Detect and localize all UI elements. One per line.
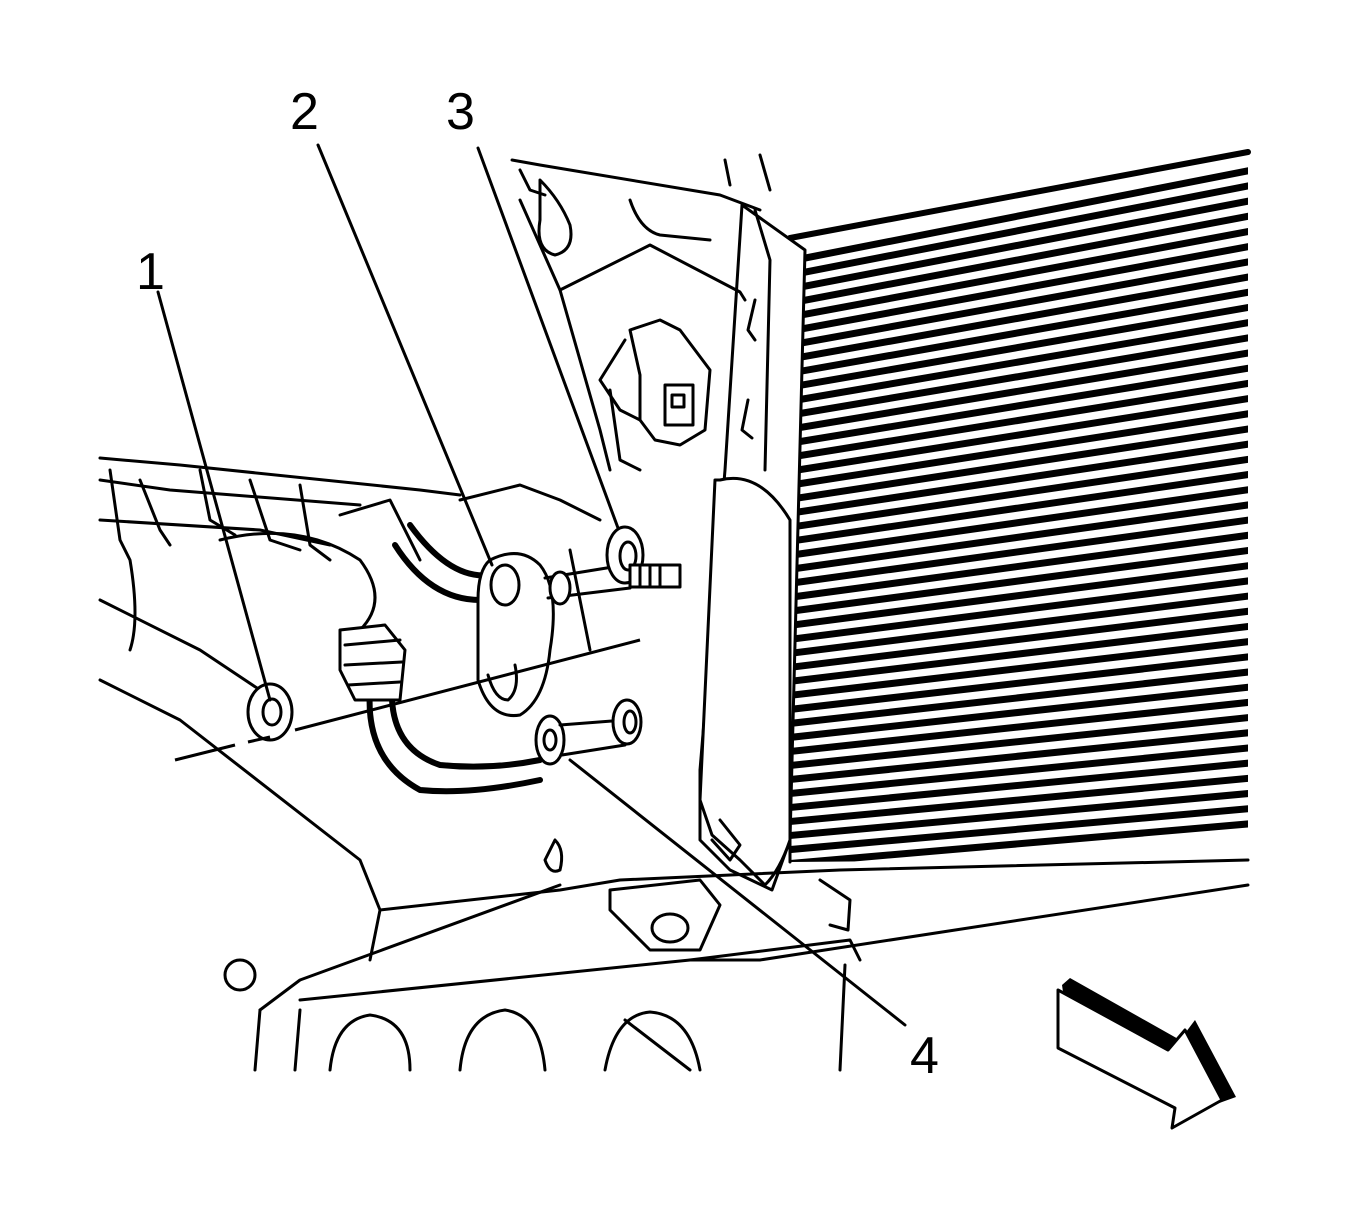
condenser-fin: [790, 683, 1248, 742]
condenser-fin: [790, 576, 1248, 644]
condenser-fin: [790, 227, 1248, 322]
condenser-fin: [790, 789, 1248, 840]
condenser-fin: [790, 333, 1248, 420]
condenser-fin: [790, 379, 1248, 462]
condenser-fin: [790, 348, 1248, 434]
condenser-fin: [790, 440, 1248, 518]
condenser-fin: [790, 622, 1248, 686]
condenser-fin: [790, 196, 1248, 294]
condenser-fin: [790, 607, 1248, 672]
condenser-fin: [790, 394, 1248, 476]
condenser-fin: [790, 774, 1248, 826]
condenser-fin: [790, 820, 1248, 862]
condenser-fin: [790, 744, 1248, 798]
condenser-fin: [790, 531, 1248, 602]
condenser-fin: [790, 409, 1248, 490]
condenser-fin: [790, 181, 1248, 280]
upper-refrigerant-line: [392, 522, 632, 718]
condenser-fin: [790, 303, 1248, 392]
condenser-fin: [790, 652, 1248, 714]
alignment-centerline: [174, 638, 641, 762]
fan-shroud: [98, 456, 602, 962]
condenser-fin: [790, 561, 1248, 630]
condenser-side-tank: [698, 203, 807, 892]
condenser-fin: [790, 516, 1248, 588]
condenser-fin: [790, 257, 1248, 350]
condenser-fin: [790, 212, 1248, 308]
condenser-fin: [790, 592, 1248, 658]
condenser-fin: [790, 668, 1248, 728]
callout-4: 4: [910, 1027, 939, 1085]
condenser-fin: [790, 546, 1248, 616]
condenser-fin: [790, 804, 1248, 854]
condenser-fin: [790, 759, 1248, 812]
callout-1: 1: [136, 243, 165, 301]
condenser-fin: [790, 500, 1248, 574]
condenser-fin: [790, 424, 1248, 504]
electrical-connector: [598, 318, 712, 472]
condenser-fin: [790, 713, 1248, 770]
condenser-fin: [790, 318, 1248, 406]
condenser-fin: [790, 728, 1248, 784]
upper-shroud: [510, 153, 772, 472]
callout-leaders: [156, 143, 907, 1027]
condenser-fin: [790, 272, 1248, 364]
condenser-fin: [790, 455, 1248, 532]
condenser-fin: [790, 166, 1248, 266]
lower-refrigerant-line: [338, 623, 627, 795]
callout-2: 2: [290, 83, 319, 141]
condenser-fin: [790, 288, 1248, 378]
condenser-fin: [790, 637, 1248, 700]
condenser-fin: [790, 470, 1248, 546]
callout-3: 3: [446, 83, 475, 141]
seal-washers: [246, 525, 682, 746]
condenser-fin: [790, 485, 1248, 560]
condenser-fin: [790, 364, 1248, 448]
front-direction-arrow-icon: [1056, 978, 1236, 1130]
condenser-fin: [790, 698, 1248, 756]
condenser-core-icon: [787, 149, 1251, 864]
lower-shroud-panel: [223, 838, 1250, 1072]
condenser-fin: [790, 242, 1248, 336]
